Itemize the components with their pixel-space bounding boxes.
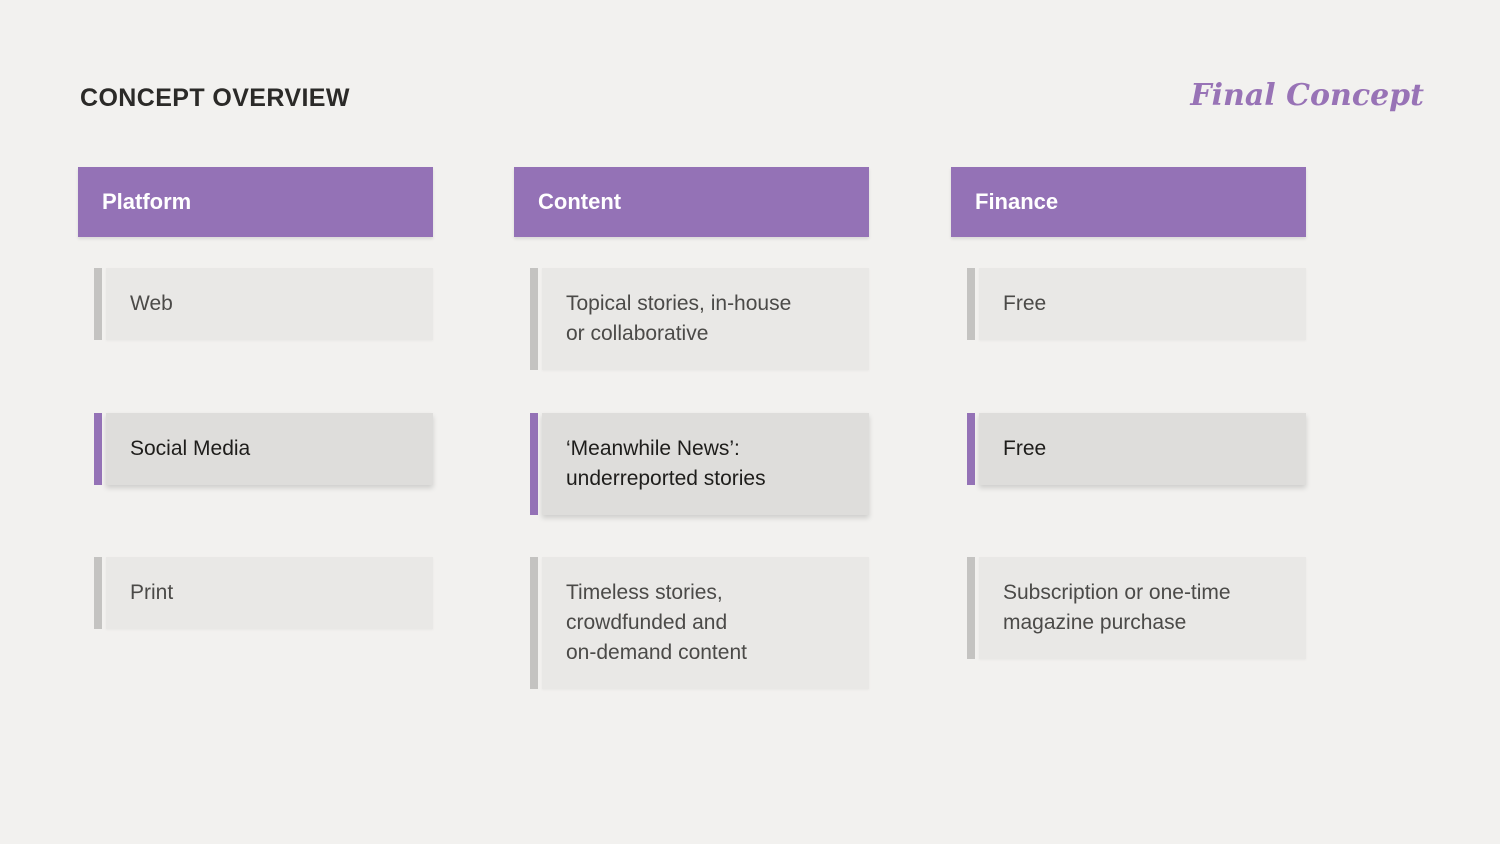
option-label: Web (130, 292, 173, 315)
option-card-meanwhile-news: ‘Meanwhile News’: underreported stories (530, 413, 869, 515)
option-label: ‘Meanwhile News’: underreported stories (566, 437, 766, 490)
column-header-finance: Finance (951, 167, 1306, 237)
option-label: Subscription or one-time magazine purcha… (1003, 581, 1231, 634)
option-label: Print (130, 581, 174, 604)
column-platform: Platform Web Social Media Print (78, 167, 433, 629)
option-card-body: Timeless stories, crowdfunded and on-dem… (542, 557, 869, 689)
selection-bar (94, 557, 102, 629)
option-card-social-media: Social Media (94, 413, 433, 485)
selection-bar (967, 557, 975, 659)
option-card-subscription: Subscription or one-time magazine purcha… (967, 557, 1306, 659)
option-card-body: Social Media (106, 413, 433, 485)
option-card-body: Subscription or one-time magazine purcha… (979, 557, 1306, 659)
option-card-print: Print (94, 557, 433, 629)
column-header-platform: Platform (78, 167, 433, 237)
platform-options: Web Social Media Print (94, 268, 433, 629)
column-content: Content Topical stories, in-house or col… (514, 167, 869, 689)
option-label: Timeless stories, crowdfunded and on-dem… (566, 581, 747, 664)
option-card-web: Web (94, 268, 433, 340)
column-header-content: Content (514, 167, 869, 237)
selection-bar (94, 413, 102, 485)
option-card-timeless-stories: Timeless stories, crowdfunded and on-dem… (530, 557, 869, 689)
option-label: Social Media (130, 437, 251, 460)
option-card-body: Web (106, 268, 433, 340)
watermark-final-concept: Final Concept (1190, 78, 1424, 113)
option-label: Free (1003, 437, 1047, 460)
finance-options: Free Free Subscription or one-time magaz… (967, 268, 1306, 659)
option-card-free-2: Free (967, 413, 1306, 485)
column-header-label: Finance (975, 189, 1059, 214)
column-header-label: Platform (102, 189, 192, 214)
option-label: Topical stories, in-house or collaborati… (566, 292, 792, 345)
option-card-body: Free (979, 268, 1306, 340)
option-card-body: Topical stories, in-house or collaborati… (542, 268, 869, 370)
column-finance: Finance Free Free Subscription or one-ti… (951, 167, 1306, 659)
selection-bar (94, 268, 102, 340)
selection-bar (530, 413, 538, 515)
selection-bar (967, 413, 975, 485)
option-card-body: ‘Meanwhile News’: underreported stories (542, 413, 869, 515)
option-label: Free (1003, 292, 1047, 315)
option-card-topical-stories: Topical stories, in-house or collaborati… (530, 268, 869, 370)
content-options: Topical stories, in-house or collaborati… (530, 268, 869, 689)
selection-bar (530, 557, 538, 689)
column-header-label: Content (538, 189, 622, 214)
selection-bar (530, 268, 538, 370)
option-card-body: Free (979, 413, 1306, 485)
option-card-body: Print (106, 557, 433, 629)
option-card-free-1: Free (967, 268, 1306, 340)
selection-bar (967, 268, 975, 340)
page-title: CONCEPT OVERVIEW (80, 84, 350, 112)
